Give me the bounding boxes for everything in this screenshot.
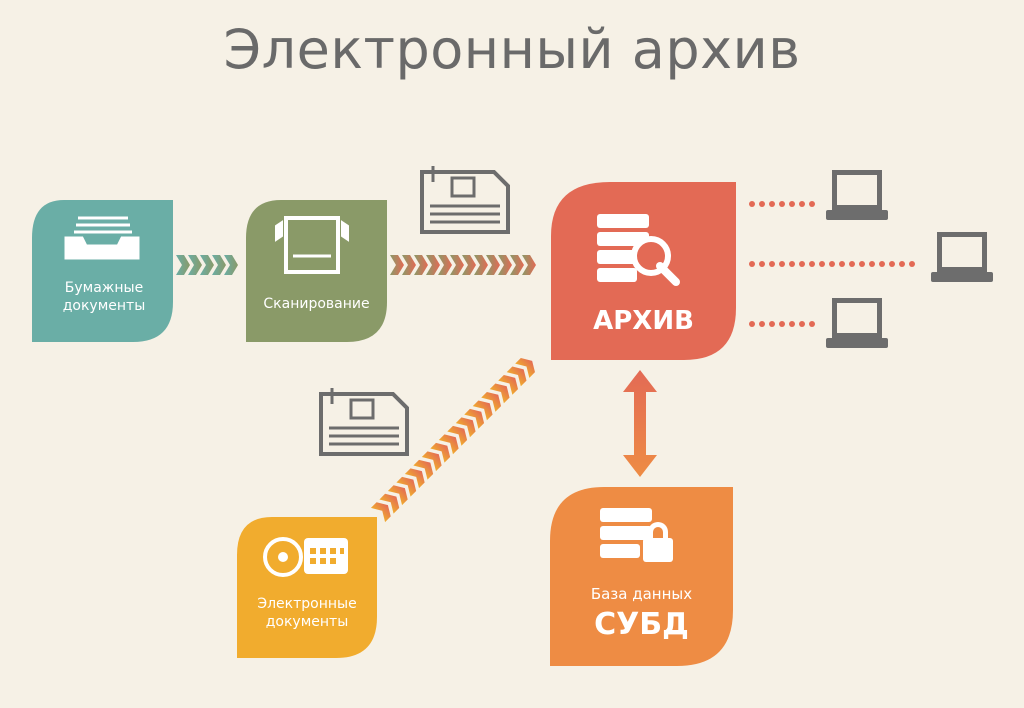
- database-node: [550, 487, 733, 666]
- arrow-scan-to-archive: [390, 255, 536, 275]
- laptop-icon: [826, 170, 888, 220]
- server-search-icon: [597, 214, 680, 286]
- database-line1: База данных: [590, 585, 693, 603]
- arrow-archive-db: [623, 370, 657, 477]
- electronic-documents-label: Электронные документы: [237, 596, 377, 631]
- database-label: База данных СУБД: [550, 585, 733, 643]
- arrow-paper-to-scan: [176, 255, 238, 275]
- electronic-documents-line2: документы: [265, 613, 349, 630]
- laptop-icon: [931, 232, 993, 282]
- dotted-connections: [749, 201, 915, 327]
- laptop-icon: [826, 298, 888, 348]
- electronic-documents-line1: Электронные: [257, 596, 357, 612]
- paper-documents-line1: Бумажные: [64, 280, 144, 296]
- disc-calendar-icon: [263, 537, 348, 577]
- archive-label: АРХИВ: [593, 306, 694, 336]
- page-title: Электронный архив: [223, 18, 801, 81]
- database-line2: СУБД: [594, 606, 689, 642]
- paper-documents-line2: документы: [62, 297, 146, 314]
- document-form-icon: [319, 388, 409, 456]
- document-tray-icon: [64, 216, 140, 260]
- scanner-icon: [275, 216, 349, 274]
- paper-documents-node: [32, 200, 173, 342]
- document-form-icon: [420, 166, 510, 234]
- scanning-label: Сканирование: [263, 296, 370, 312]
- server-lock-icon: [600, 508, 673, 562]
- paper-documents-label: Бумажные документы: [40, 280, 168, 315]
